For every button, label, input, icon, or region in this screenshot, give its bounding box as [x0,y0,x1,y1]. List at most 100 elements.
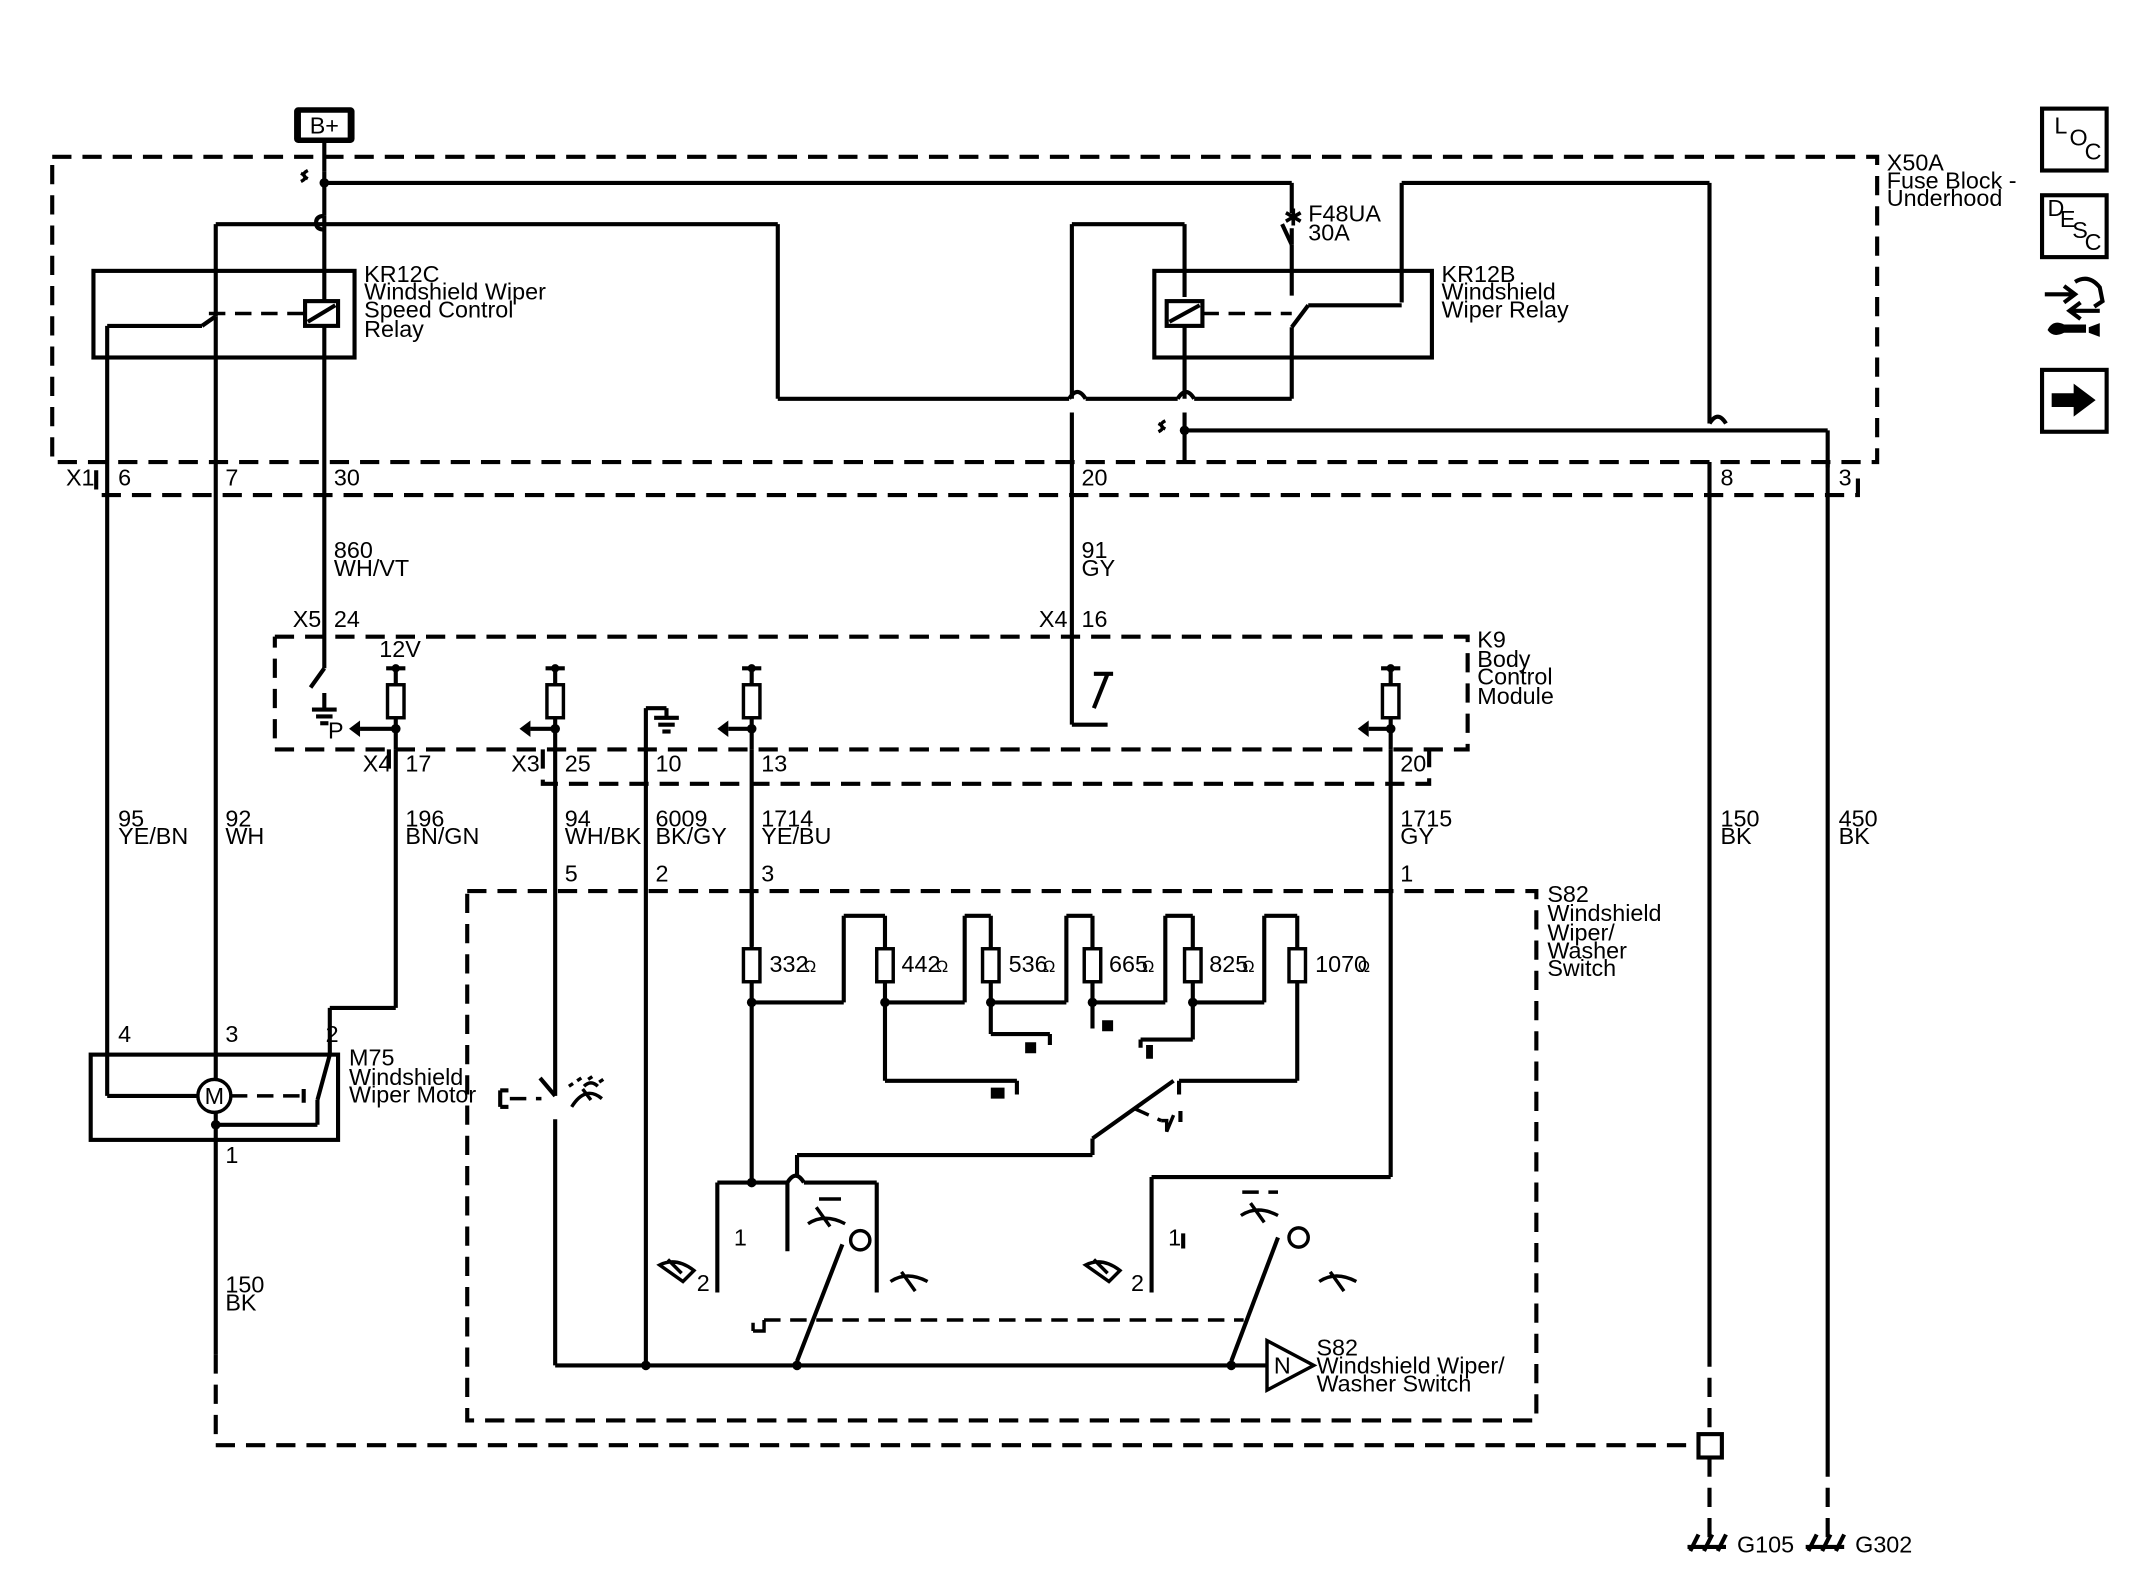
svg-text:3: 3 [761,860,774,886]
svg-text:GY: GY [1081,555,1115,581]
svg-text:536: 536 [1009,951,1048,977]
svg-text:S82: S82 [1547,881,1589,907]
svg-text:Wiper/: Wiper/ [1547,919,1615,945]
next-button[interactable] [2039,367,2109,434]
svg-text:8: 8 [1720,464,1733,490]
svg-text:G302: G302 [1855,1531,1912,1557]
svg-text:Windshield Wiper: Windshield Wiper [364,279,546,305]
svg-text:Body: Body [1477,646,1531,672]
ground-g105: G105 [1687,1531,1794,1557]
fuse-block-wiring: ✱ F48UA 30A [213,168,1830,468]
svg-text:5: 5 [565,860,578,886]
svg-text:M: M [205,1083,224,1109]
description-button[interactable]: D E S C [2039,193,2109,260]
svg-text:7: 7 [225,464,238,490]
svg-text:91: 91 [1081,537,1107,563]
svg-text:X3: X3 [511,750,540,776]
ground-returns: 150 BK G105 G302 [213,1124,1912,1557]
relay-kr12c: KR12C Windshield Wiper Speed Control Rel… [91,215,546,462]
svg-text:12V: 12V [379,636,421,662]
svg-text:BK/GY: BK/GY [655,823,727,849]
svg-text:20: 20 [1081,464,1107,490]
svg-text:X4: X4 [1039,606,1068,632]
svg-text:3: 3 [225,1021,238,1047]
svg-text:Ω: Ω [1358,958,1370,976]
svg-text:Ω: Ω [1242,958,1254,976]
fuse-block-underhood: X50A Fuse Block - Underhood [50,149,2017,465]
svg-text:860: 860 [334,537,373,563]
ground-g302: G302 [1805,1531,1912,1557]
body-control-module: K9 Body Control Module X5 24 X4 16 12V P [272,606,1554,786]
svg-text:KR12B: KR12B [1442,261,1516,287]
connector-service-icon[interactable] [2044,276,2105,337]
relay-kr12b: KR12B Windshield Wiper Relay [1152,261,1569,360]
svg-text:WH/VT: WH/VT [334,555,409,581]
svg-text:1714: 1714 [761,805,813,831]
svg-text:1070: 1070 [1315,951,1367,977]
svg-text:196: 196 [405,805,444,831]
svg-text:C: C [2085,229,2102,255]
svg-text:BK: BK [225,1289,257,1315]
svg-text:GY: GY [1400,823,1434,849]
svg-text:17: 17 [405,750,431,776]
svg-text:Module: Module [1477,683,1554,709]
fuse-f48ua: ✱ F48UA 30A [1280,200,1381,246]
svg-text:S: S [2072,217,2088,243]
svg-text:BK: BK [1839,823,1871,849]
svg-text:Ω: Ω [804,958,816,976]
svg-text:✱: ✱ [1283,204,1303,230]
svg-text:Switch: Switch [1547,955,1616,981]
svg-text:665: 665 [1109,951,1148,977]
wiper-motor: 4 3 2 1 M75 Windshield Wiper Motor M [88,1021,476,1168]
svg-text:2: 2 [326,1021,339,1047]
svg-text:X5: X5 [293,606,322,632]
svg-text:P: P [328,717,344,743]
svg-text:Relay: Relay [364,316,424,342]
svg-text:Control: Control [1477,664,1552,690]
svg-text:O: O [2070,125,2088,151]
location-button[interactable]: L O C [2039,106,2109,173]
connector-x1: X1 6 7 30 20 8 3 [66,464,1860,498]
svg-text:X50A: X50A [1887,149,1945,175]
svg-text:YE/BU: YE/BU [761,823,831,849]
svg-text:Washer Switch: Washer Switch [1316,1370,1471,1396]
svg-text:150: 150 [1720,805,1759,831]
svg-text:Ω: Ω [1043,958,1055,976]
svg-text:16: 16 [1081,606,1107,632]
washer-contact [498,1075,605,1366]
bcm-to-switch-wires [327,749,1393,1366]
svg-text:Windshield Wiper/: Windshield Wiper/ [1316,1353,1505,1379]
power-b-plus: B+ [294,107,355,172]
svg-text:2: 2 [697,1270,710,1296]
svg-text:10: 10 [655,750,681,776]
harness-wires: 860 WH/VT 91 GY 95 YE/BN 92 WH 196 BN/GN… [105,462,1878,1458]
svg-text:92: 92 [225,805,251,831]
svg-text:M75: M75 [349,1045,394,1071]
svg-text:2: 2 [655,860,668,886]
svg-text:94: 94 [565,805,591,831]
svg-text:332: 332 [770,951,809,977]
svg-text:30: 30 [334,464,360,490]
svg-text:X4: X4 [363,750,392,776]
svg-text:BK: BK [1720,823,1752,849]
svg-text:1: 1 [225,1142,238,1168]
svg-text:2: 2 [1131,1270,1144,1296]
svg-text:Ω: Ω [1142,958,1154,976]
svg-text:Windshield: Windshield [1547,900,1661,926]
wiper-position-right: 1 2 [1082,1174,1391,1362]
svg-text:Fuse Block -: Fuse Block - [1887,167,2017,193]
svg-text:B+: B+ [310,112,339,138]
svg-text:N: N [1274,1353,1291,1379]
svg-text:1: 1 [1168,1225,1181,1251]
svg-text:K9: K9 [1477,627,1506,653]
svg-text:WH: WH [225,823,264,849]
svg-text:C: C [2085,138,2102,164]
svg-text:Wiper Relay: Wiper Relay [1442,297,1569,323]
svg-text:L: L [2054,112,2067,138]
svg-text:YE/BN: YE/BN [118,823,188,849]
svg-text:1: 1 [734,1225,747,1251]
svg-text:442: 442 [901,951,940,977]
svg-text:E: E [2060,206,2076,232]
svg-text:6009: 6009 [655,805,707,831]
